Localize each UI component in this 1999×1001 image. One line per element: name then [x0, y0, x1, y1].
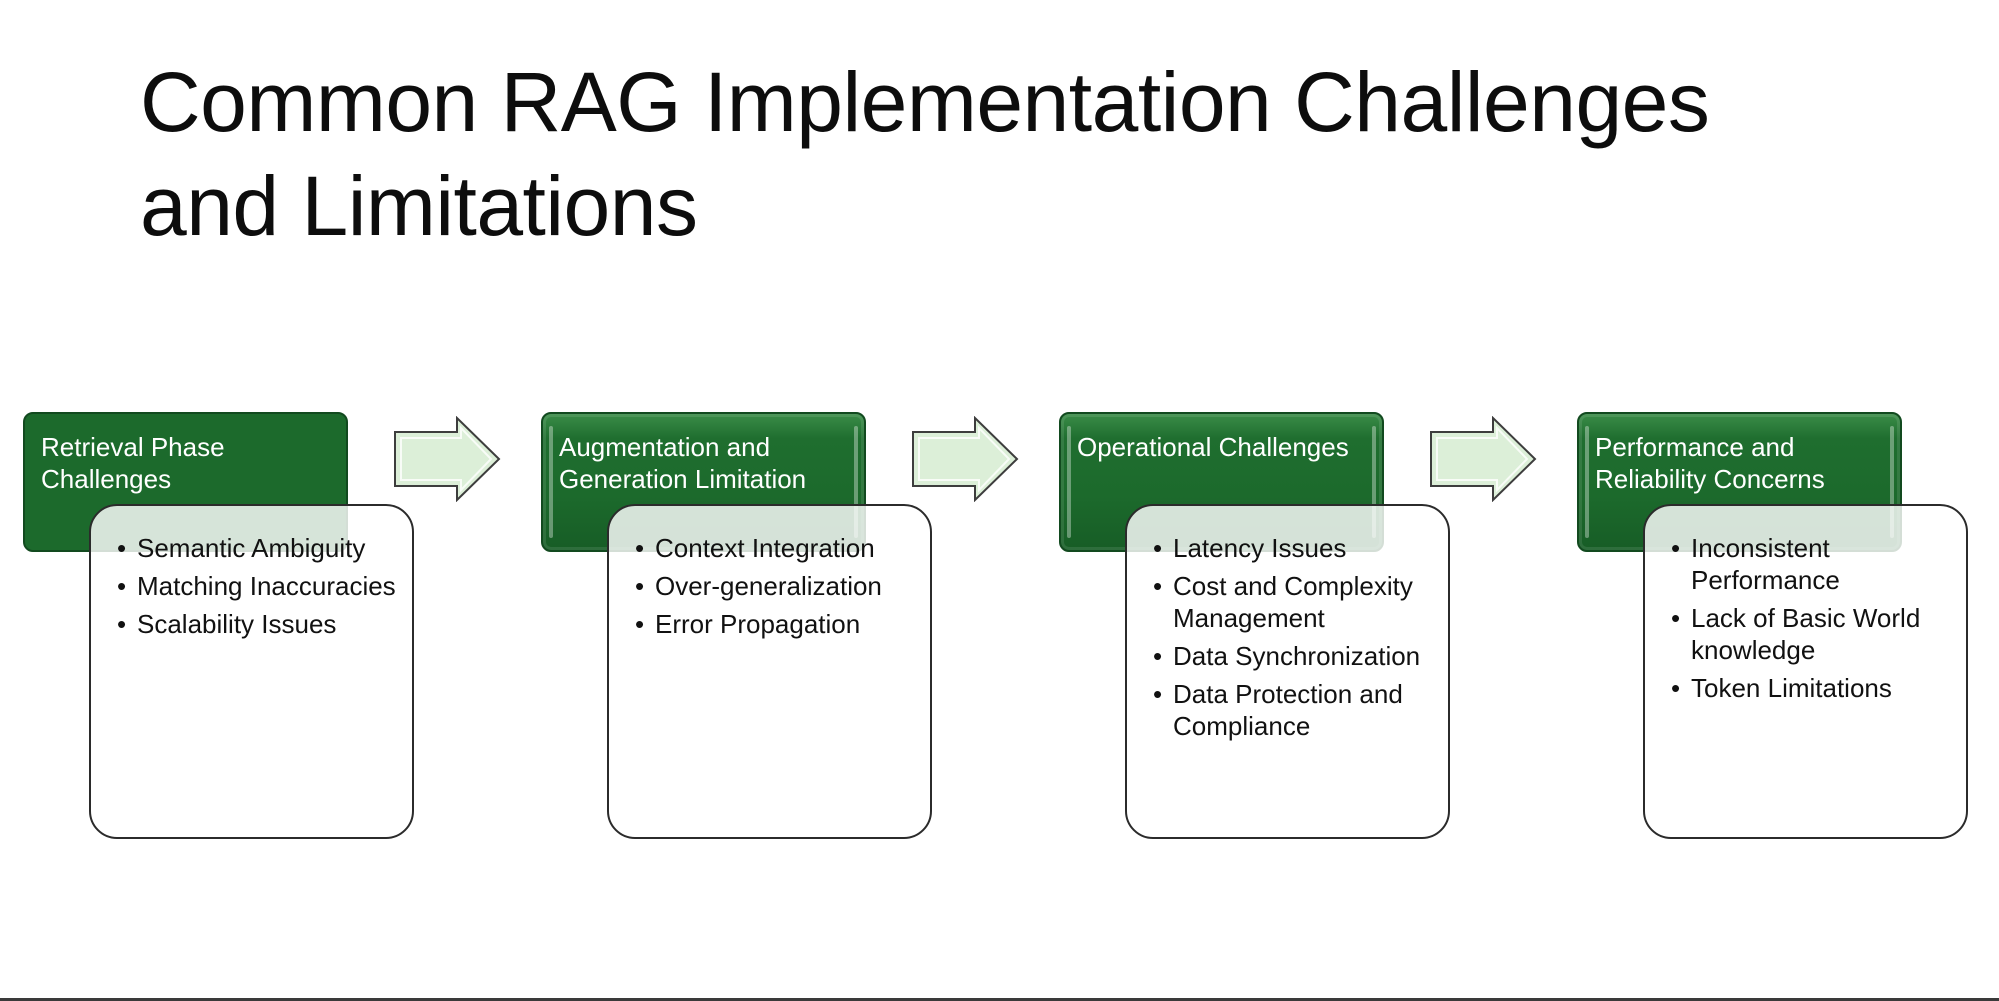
list-item: Scalability Issues — [117, 608, 398, 640]
list-item: Context Integration — [635, 532, 916, 564]
stage-header-label: Operational Challenges — [1077, 432, 1349, 462]
stage-detail-box-retrieval: Semantic Ambiguity Matching Inaccuracies… — [89, 504, 414, 839]
list-item: Token Limitations — [1671, 672, 1952, 704]
list-item: Error Propagation — [635, 608, 916, 640]
stage-detail-list: Latency Issues Cost and Complexity Manag… — [1153, 532, 1434, 742]
list-item: Data Synchronization — [1153, 640, 1434, 672]
stage-detail-box-performance: Inconsistent Performance Lack of Basic W… — [1643, 504, 1968, 839]
list-item: Data Protection and Compliance — [1153, 678, 1434, 742]
stage-detail-box-operational: Latency Issues Cost and Complexity Manag… — [1125, 504, 1450, 839]
stage-detail-box-augmentation: Context Integration Over-generalization … — [607, 504, 932, 839]
list-item: Lack of Basic World knowledge — [1671, 602, 1952, 666]
list-item: Inconsistent Performance — [1671, 532, 1952, 596]
list-item: Latency Issues — [1153, 532, 1434, 564]
stage-header-label: Augmentation and Generation Limitation — [559, 432, 807, 494]
stage-detail-list: Context Integration Over-generalization … — [635, 532, 916, 640]
list-item: Cost and Complexity Management — [1153, 570, 1434, 634]
stage-header-label: Performance and Reliability Concerns — [1595, 432, 1825, 494]
stage-header-performance: Performance and Reliability Concerns — [1577, 412, 1902, 552]
list-item: Over-generalization — [635, 570, 916, 602]
stage-header-label: Retrieval Phase Challenges — [41, 432, 225, 494]
list-item: Matching Inaccuracies — [117, 570, 398, 602]
stage-detail-list: Semantic Ambiguity Matching Inaccuracies… — [117, 532, 398, 640]
slide-title: Common RAG Implementation Challenges and… — [140, 55, 1710, 253]
right-arrow-icon — [394, 416, 501, 502]
list-item: Semantic Ambiguity — [117, 532, 398, 564]
right-arrow-icon — [912, 416, 1019, 502]
bottom-divider — [0, 998, 1999, 1001]
right-arrow-icon — [1430, 416, 1537, 502]
stage-detail-list: Inconsistent Performance Lack of Basic W… — [1671, 532, 1952, 704]
